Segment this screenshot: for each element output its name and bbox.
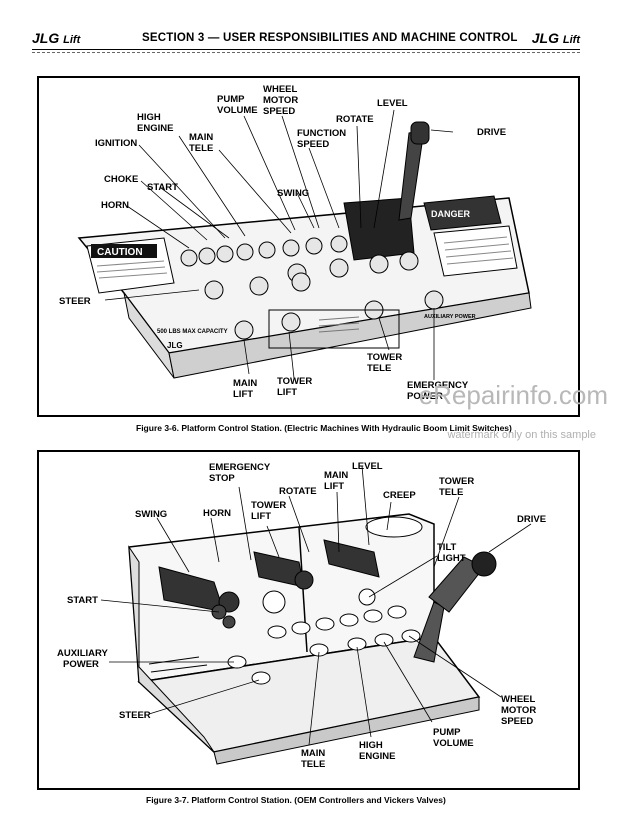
watermark-site: eRepairinfo.com xyxy=(418,380,608,410)
page-header: JLG Lift SECTION 3 — USER RESPONSIBILITI… xyxy=(32,30,580,50)
label-choke: CHOKE xyxy=(104,174,138,185)
brand-left: JLG Lift xyxy=(32,30,81,46)
aux-power-panel-text: AUXILIARY POWER xyxy=(424,314,476,320)
control-box-drawing xyxy=(128,513,497,765)
header-rule-dashed xyxy=(32,52,580,53)
label-drive-2: DRIVE xyxy=(517,514,546,525)
label-rotate: ROTATE xyxy=(336,114,374,125)
leader-lines xyxy=(104,109,454,380)
section-title: SECTION 3 — USER RESPONSIBILITIES AND MA… xyxy=(142,32,518,44)
label-creep: CREEP xyxy=(383,490,416,501)
caution-plate-text: CAUTION xyxy=(97,247,143,258)
label-level: LEVEL xyxy=(377,98,408,109)
label-steer: STEER xyxy=(59,296,91,307)
label-start-2: START xyxy=(67,595,98,606)
label-swing-2: SWING xyxy=(135,509,167,520)
label-drive: DRIVE xyxy=(477,127,506,138)
label-steer-2: STEER xyxy=(119,710,151,721)
danger-plate-text: DANGER xyxy=(431,209,471,219)
brand-right: JLG Lift xyxy=(531,30,580,46)
label-start: START xyxy=(147,182,178,193)
leader-lines-2 xyxy=(100,465,532,746)
capacity-plate-text: 500 LBS MAX CAPACITY xyxy=(157,329,228,335)
label-horn-2: HORN xyxy=(203,508,231,519)
control-panel-drawing: CAUTION DANGER xyxy=(77,121,532,379)
label-swing: SWING xyxy=(277,188,309,199)
figure-3-6-illustration: CAUTION DANGER xyxy=(59,84,532,402)
label-ignition: IGNITION xyxy=(95,138,137,149)
figure-3-7-caption: Figure 3-7. Platform Control Station. (O… xyxy=(146,795,446,805)
label-level-2: LEVEL xyxy=(352,461,383,472)
label-horn: HORN xyxy=(101,200,129,211)
figure-3-6-caption: Figure 3-6. Platform Control Station. (E… xyxy=(136,423,512,433)
label-rotate-2: ROTATE xyxy=(279,486,317,497)
jlg-panel-logo: JLG xyxy=(167,341,183,350)
figure-3-6-frame: CAUTION DANGER xyxy=(37,76,580,417)
header-rule xyxy=(32,49,580,50)
watermark-note: watermark only on this sample xyxy=(447,429,596,441)
